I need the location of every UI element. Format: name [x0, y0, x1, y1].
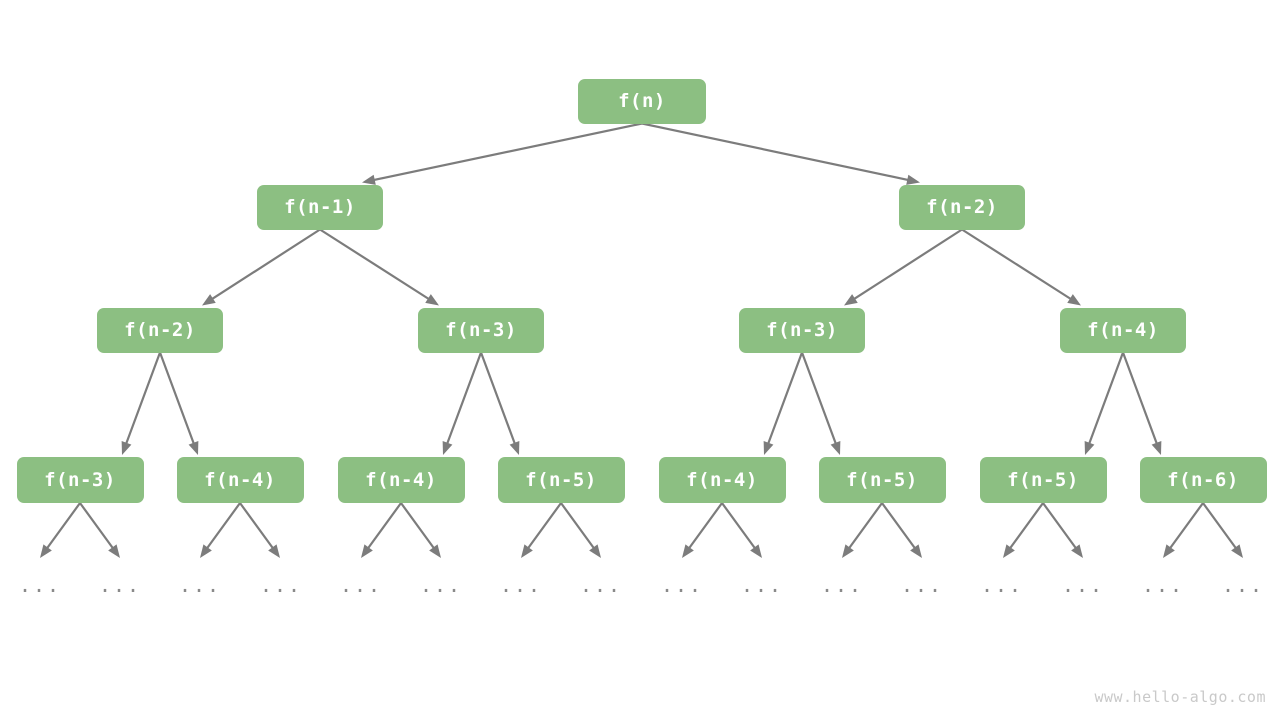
edge-n3-to-n7	[121, 351, 162, 455]
ellipsis-6: ...	[499, 573, 543, 597]
ellipsis-8: ...	[660, 573, 704, 597]
tree-node-n2: f(n-2)	[899, 184, 1025, 230]
stub-edge-9	[720, 501, 762, 558]
ellipsis-7: ...	[579, 573, 623, 597]
tree-node-n6: f(n-4)	[1060, 307, 1186, 353]
stub-edge-7	[559, 501, 601, 558]
edge-n1-to-n4	[318, 228, 439, 306]
edge-n0-to-n2	[640, 122, 920, 185]
tree-node-n7: f(n-3)	[16, 457, 144, 503]
stub-edge-0	[40, 501, 82, 558]
tree-node-n3: f(n-2)	[97, 307, 223, 353]
edge-n4-to-n9	[442, 351, 483, 455]
edge-n5-to-n11	[763, 351, 804, 455]
ellipsis-3: ...	[259, 573, 303, 597]
edge-n1-to-n3	[202, 228, 322, 306]
stub-edge-12	[1003, 501, 1045, 558]
stub-edge-10	[842, 501, 884, 558]
stub-edge-2	[200, 501, 242, 558]
stub-edge-14	[1163, 501, 1205, 558]
stub-edge-8	[682, 501, 724, 558]
ellipsis-14: ...	[1141, 573, 1185, 597]
ellipsis-15: ...	[1221, 573, 1265, 597]
edge-n3-to-n8	[158, 351, 199, 455]
stub-edge-11	[880, 501, 922, 558]
ellipsis-9: ...	[740, 573, 784, 597]
tree-node-n8: f(n-4)	[176, 457, 304, 503]
edge-n2-to-n6	[960, 228, 1081, 306]
edge-n6-to-n13	[1084, 351, 1125, 455]
edge-n2-to-n5	[844, 228, 964, 306]
stub-edge-6	[521, 501, 563, 558]
tree-node-n12: f(n-5)	[818, 457, 946, 503]
tree-node-n0: f(n)	[578, 78, 706, 124]
stub-edge-4	[361, 501, 403, 558]
ellipsis-1: ...	[98, 573, 142, 597]
ellipsis-12: ...	[980, 573, 1024, 597]
tree-node-n14: f(n-6)	[1139, 457, 1267, 503]
watermark: www.hello-algo.com	[1094, 688, 1266, 706]
tree-node-n9: f(n-4)	[337, 457, 465, 503]
tree-node-n13: f(n-5)	[979, 457, 1107, 503]
edge-n0-to-n1	[362, 122, 644, 185]
stub-edge-5	[399, 501, 441, 558]
ellipsis-13: ...	[1061, 573, 1105, 597]
edge-n6-to-n14	[1121, 351, 1162, 455]
stub-edge-1	[78, 501, 120, 558]
tree-node-n1: f(n-1)	[257, 184, 383, 230]
tree-node-n11: f(n-4)	[658, 457, 786, 503]
tree-node-n4: f(n-3)	[418, 307, 544, 353]
stub-edge-15	[1201, 501, 1243, 558]
stub-edge-13	[1041, 501, 1083, 558]
stub-edge-3	[238, 501, 280, 558]
ellipsis-5: ...	[419, 573, 463, 597]
ellipsis-2: ...	[178, 573, 222, 597]
edge-n5-to-n12	[800, 351, 841, 455]
edge-n4-to-n10	[479, 351, 520, 455]
ellipsis-10: ...	[820, 573, 864, 597]
tree-node-n5: f(n-3)	[739, 307, 865, 353]
tree-node-n10: f(n-5)	[497, 457, 625, 503]
ellipsis-11: ...	[900, 573, 944, 597]
ellipsis-0: ...	[18, 573, 62, 597]
ellipsis-4: ...	[339, 573, 383, 597]
